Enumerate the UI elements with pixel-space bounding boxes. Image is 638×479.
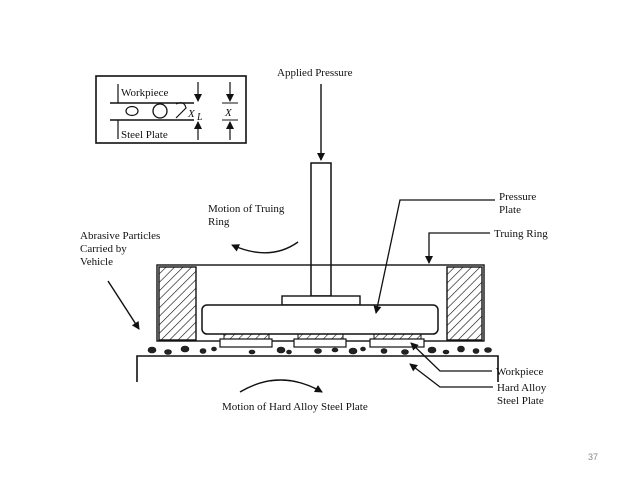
pressure-plate-label-line1: Pressure	[499, 191, 536, 203]
abrasive-arrow	[107, 280, 140, 330]
inset-particle-icon	[125, 105, 139, 117]
pressure-plate-label-line2: Plate	[499, 204, 521, 216]
inset-xl-subscript: L	[196, 112, 203, 123]
workpieces	[219, 333, 425, 348]
truing-ring-left-wall	[158, 266, 197, 341]
motion-truing-label-line2: Ring	[208, 216, 230, 228]
inset-particle-icon	[152, 103, 168, 119]
truing-ring-right-wall	[446, 266, 483, 341]
inset-workpiece-label: Workpiece	[121, 87, 168, 99]
motion-truing-arrow	[231, 241, 299, 254]
abrasive-label-line1: Abrasive Particles	[80, 230, 160, 242]
truing-ring-label: Truing Ring	[494, 228, 548, 240]
abrasive-particles	[147, 345, 492, 355]
hard-alloy-label-line2: Steel Plate	[497, 395, 544, 407]
workpiece	[369, 338, 425, 348]
inset-xl-symbol: X	[187, 108, 196, 120]
applied-pressure-label: Applied Pressure	[277, 67, 353, 79]
motion-truing-label-line1: Motion of Truing	[208, 203, 285, 215]
pressure-plate	[201, 304, 439, 335]
workpiece-leader	[410, 342, 492, 372]
abrasive-label-line3: Vehicle	[80, 256, 113, 268]
abrasive-label-line2: Carried by	[80, 243, 127, 255]
inset-detail: Workpiece Steel Plate X L X	[95, 75, 247, 144]
workpiece	[373, 333, 422, 340]
motion-plate-label: Motion of Hard Alloy Steel Plate	[222, 401, 368, 413]
pressure-plate-leader	[373, 199, 495, 314]
workpiece	[219, 338, 273, 348]
shaft-collar	[281, 295, 361, 306]
truing-ring-leader	[425, 232, 490, 264]
workpiece	[223, 333, 270, 340]
workpiece	[293, 338, 347, 348]
workpiece-label: Workpiece	[496, 366, 543, 378]
pressure-shaft	[310, 162, 332, 297]
page-number: 37	[588, 452, 598, 462]
workpiece	[297, 333, 344, 340]
inset-x-symbol: X	[224, 107, 233, 119]
hard-alloy-steel-plate	[136, 355, 499, 382]
inset-steel-plate-label: Steel Plate	[121, 129, 168, 141]
hard-alloy-label-line1: Hard Alloy	[497, 382, 547, 394]
motion-plate-arrow	[239, 379, 323, 393]
hard-alloy-leader	[409, 363, 493, 388]
